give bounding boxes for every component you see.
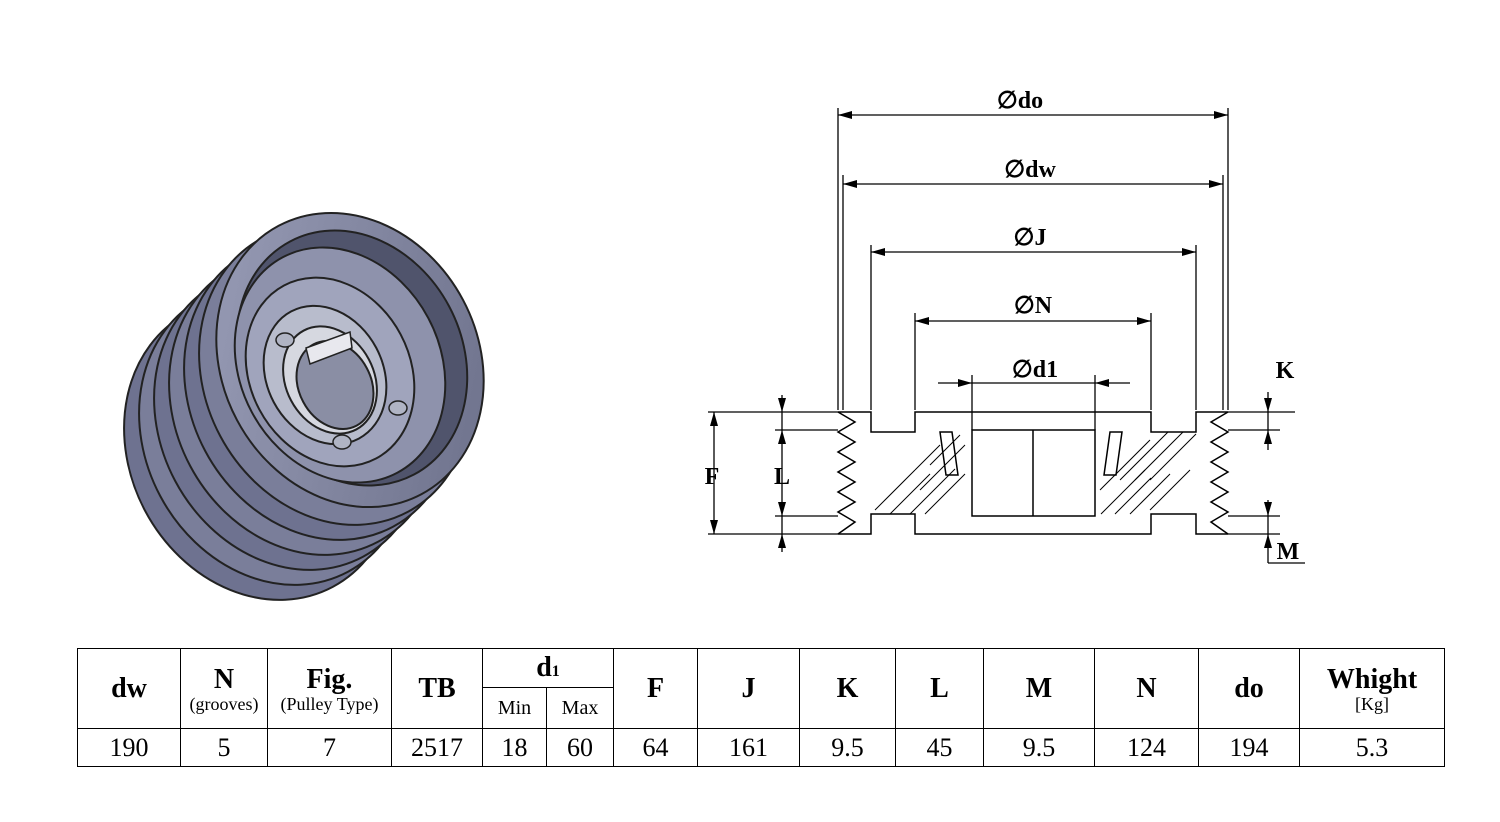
cell-K: 9.5 <box>799 728 897 767</box>
header-K: K <box>799 648 897 729</box>
subheader-row: Min Max <box>78 687 1445 729</box>
label-K: K <box>1276 358 1295 384</box>
header-N-sub: (grooves) <box>189 693 259 714</box>
cell-L: 45 <box>895 728 985 767</box>
header-dw: dw <box>77 648 181 729</box>
header-row: dw N (grooves) Fig. (Pulley Type) TB d1 … <box>77 648 1446 729</box>
cell-N: 5 <box>180 728 268 767</box>
label-dw: ∅dw <box>1004 157 1056 183</box>
header-d1-max: Max <box>545 687 615 729</box>
cell-d1-max: 60 <box>545 728 615 767</box>
header-L: L <box>895 648 985 729</box>
label-J: ∅J <box>1014 225 1047 251</box>
table-row: 190 5 7 2517 18 60 64 161 9.5 45 9.5 124… <box>77 728 1446 767</box>
label-L: L <box>774 464 790 490</box>
pulley-3d-render <box>123 211 485 601</box>
cell-dw: 190 <box>77 728 181 767</box>
header-N-label: N <box>213 663 235 695</box>
header-weight-sub: [Kg] <box>1355 693 1390 714</box>
cell-weight: 5.3 <box>1299 728 1446 767</box>
header-fig-sub: (Pulley Type) <box>280 693 379 714</box>
label-M: M <box>1277 539 1300 565</box>
cell-do: 194 <box>1198 728 1301 767</box>
header-weight-label: Whight <box>1326 663 1418 695</box>
cell-TB: 2517 <box>391 728 483 767</box>
cell-J: 161 <box>697 728 801 767</box>
header-N2: N <box>1094 648 1200 729</box>
label-F: F <box>705 464 720 490</box>
label-do: ∅do <box>997 88 1043 114</box>
label-d1: ∅d1 <box>1012 357 1058 383</box>
header-J: J <box>697 648 801 729</box>
cell-M: 9.5 <box>983 728 1096 767</box>
section-drawing: ∅do ∅dw ∅J ∅N ∅d1 K F L M <box>705 88 1305 565</box>
header-fig-label: Fig. <box>306 663 353 695</box>
section-hatching <box>874 431 1197 515</box>
cell-fig: 7 <box>267 728 392 767</box>
header-weight: Whight [Kg] <box>1299 648 1446 729</box>
set-screws <box>275 332 408 450</box>
cell-N2: 124 <box>1094 728 1200 767</box>
header-F: F <box>613 648 699 729</box>
header-fig: Fig. (Pulley Type) <box>267 648 392 729</box>
header-d1: d1 <box>481 648 615 688</box>
header-M: M <box>983 648 1096 729</box>
header-N: N (grooves) <box>180 648 268 729</box>
pulley-section <box>836 411 1230 535</box>
spec-table: dw N (grooves) Fig. (Pulley Type) TB d1 … <box>77 648 1446 767</box>
cell-F: 64 <box>613 728 699 767</box>
header-do: do <box>1198 648 1301 729</box>
cell-d1-min: 18 <box>482 728 547 767</box>
header-TB: TB <box>391 648 483 729</box>
header-d1-min: Min <box>482 687 547 729</box>
label-N: ∅N <box>1014 293 1053 319</box>
